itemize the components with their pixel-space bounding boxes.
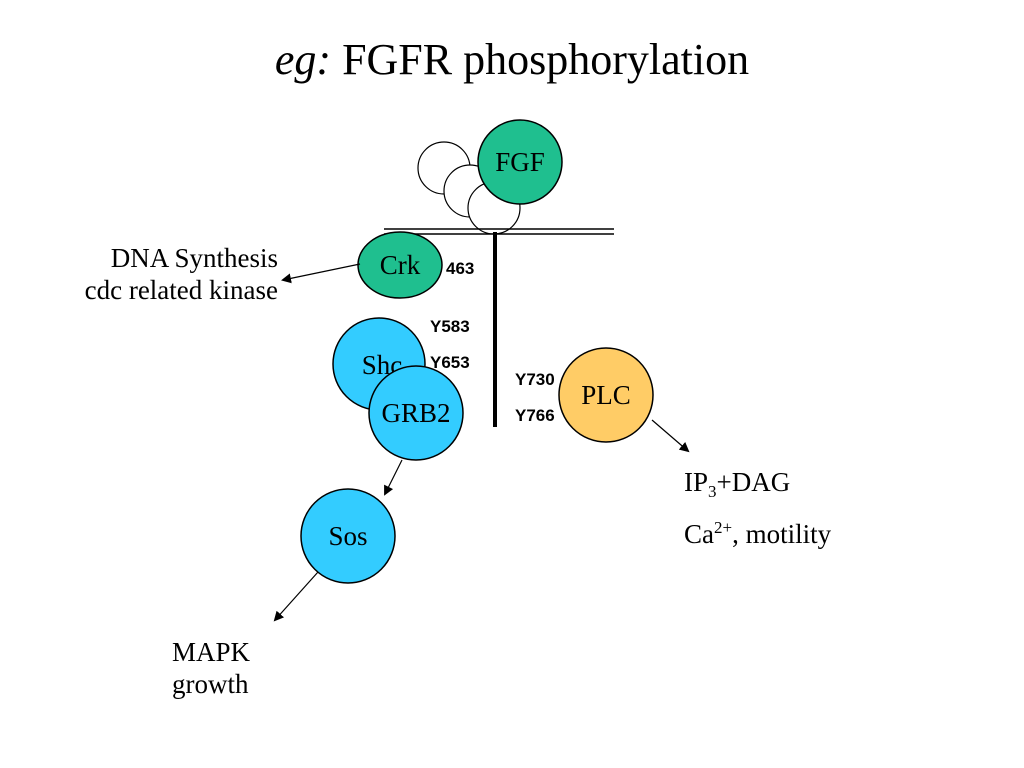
plc-circle — [558, 347, 654, 443]
sos-node: Sos — [300, 488, 396, 584]
ca-suffix: , motility — [732, 519, 832, 549]
plc-output-line1: IP3+DAG — [684, 466, 831, 508]
grb2-circle — [368, 365, 464, 461]
arrow-crk-to-dna-synthesis — [281, 263, 361, 284]
dna-synthesis-line2: cdc related kinase — [84, 275, 278, 305]
title-prefix: eg: — [274, 35, 332, 84]
ip-prefix: IP — [684, 467, 709, 497]
residue-y766: Y766 — [515, 406, 555, 425]
residue-y583: Y583 — [430, 317, 470, 336]
plc-label: PLC — [581, 380, 631, 410]
arrow-grb2-to-sos — [384, 459, 403, 496]
fgf-label: FGF — [495, 147, 545, 177]
arrow-sos-to-mapk — [273, 571, 319, 622]
title-main: FGFR phosphorylation — [342, 35, 750, 84]
arrow-plc-to-ip3 — [651, 419, 690, 453]
grb2-node: GRB2 — [368, 365, 464, 461]
residue-y653: Y653 — [430, 353, 470, 372]
plc-node: PLC — [558, 347, 654, 443]
crk-label: Crk — [380, 250, 421, 280]
sos-circle — [300, 488, 396, 584]
dna-synthesis-line1: DNA Synthesis — [110, 243, 278, 273]
plc-output-line2: Ca2+, motility — [684, 512, 831, 550]
ip-suffix: +DAG — [716, 467, 791, 497]
residue-y730: Y730 — [515, 370, 555, 389]
ca-prefix: Ca — [684, 519, 714, 549]
crk-node: Crk — [357, 231, 443, 299]
mapk-line1: MAPK — [172, 637, 251, 667]
plc-output: IP3+DAG Ca2+, motility — [684, 466, 831, 550]
ca-superscript: 2+ — [714, 518, 733, 537]
grb2-label: GRB2 — [381, 398, 450, 428]
dna-synthesis-output: DNA Synthesis cdc related kinase — [85, 242, 278, 306]
mapk-line2: growth — [172, 669, 249, 699]
fgf-node: FGF — [477, 119, 563, 205]
sos-label: Sos — [328, 521, 367, 551]
mapk-output: MAPK growth — [172, 636, 250, 700]
residue-463: 463 — [446, 259, 474, 278]
ip-subscript: 3 — [708, 482, 717, 501]
fgf-circle — [477, 119, 563, 205]
page-title: eg: FGFR phosphorylation — [0, 35, 1024, 84]
